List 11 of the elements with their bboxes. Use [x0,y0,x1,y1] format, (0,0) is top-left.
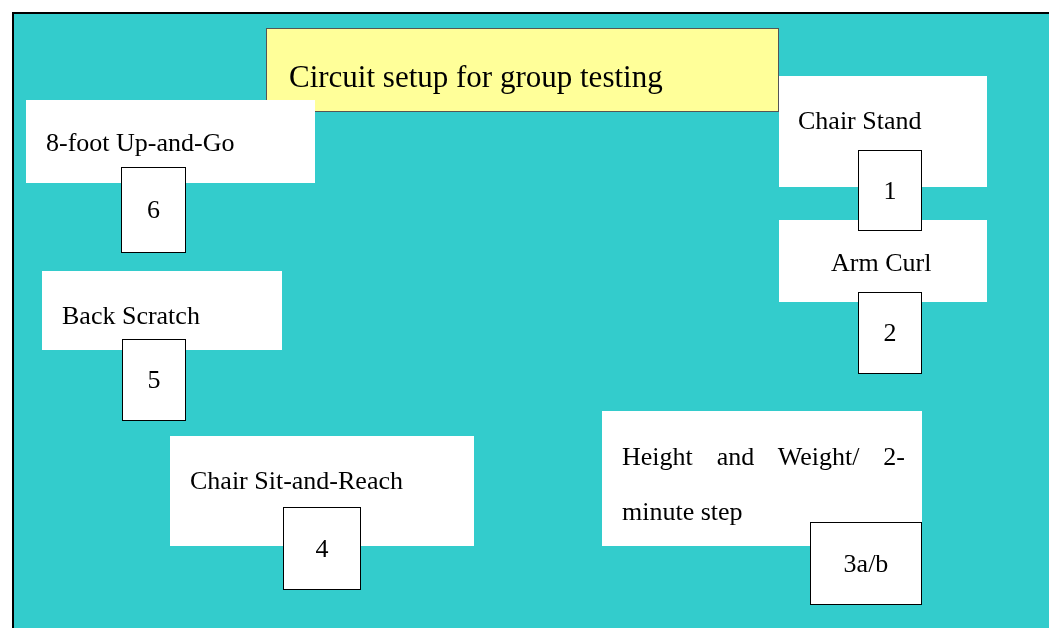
station-number-box: 5 [122,339,186,421]
station-card: 8-foot Up-and-Go [26,100,315,183]
station-number-box: 6 [121,167,186,253]
station-number-box: 4 [283,507,361,590]
station-card: Back Scratch [42,271,282,350]
station-card: Arm Curl [779,220,987,302]
station-card: Height and Weight/ 2-minute step [602,411,922,546]
station-number-box: 1 [858,150,922,231]
station-number-box: 3a/b [810,522,922,605]
title-banner: Circuit setup for group testing [266,28,779,112]
station-number-box: 2 [858,292,922,374]
